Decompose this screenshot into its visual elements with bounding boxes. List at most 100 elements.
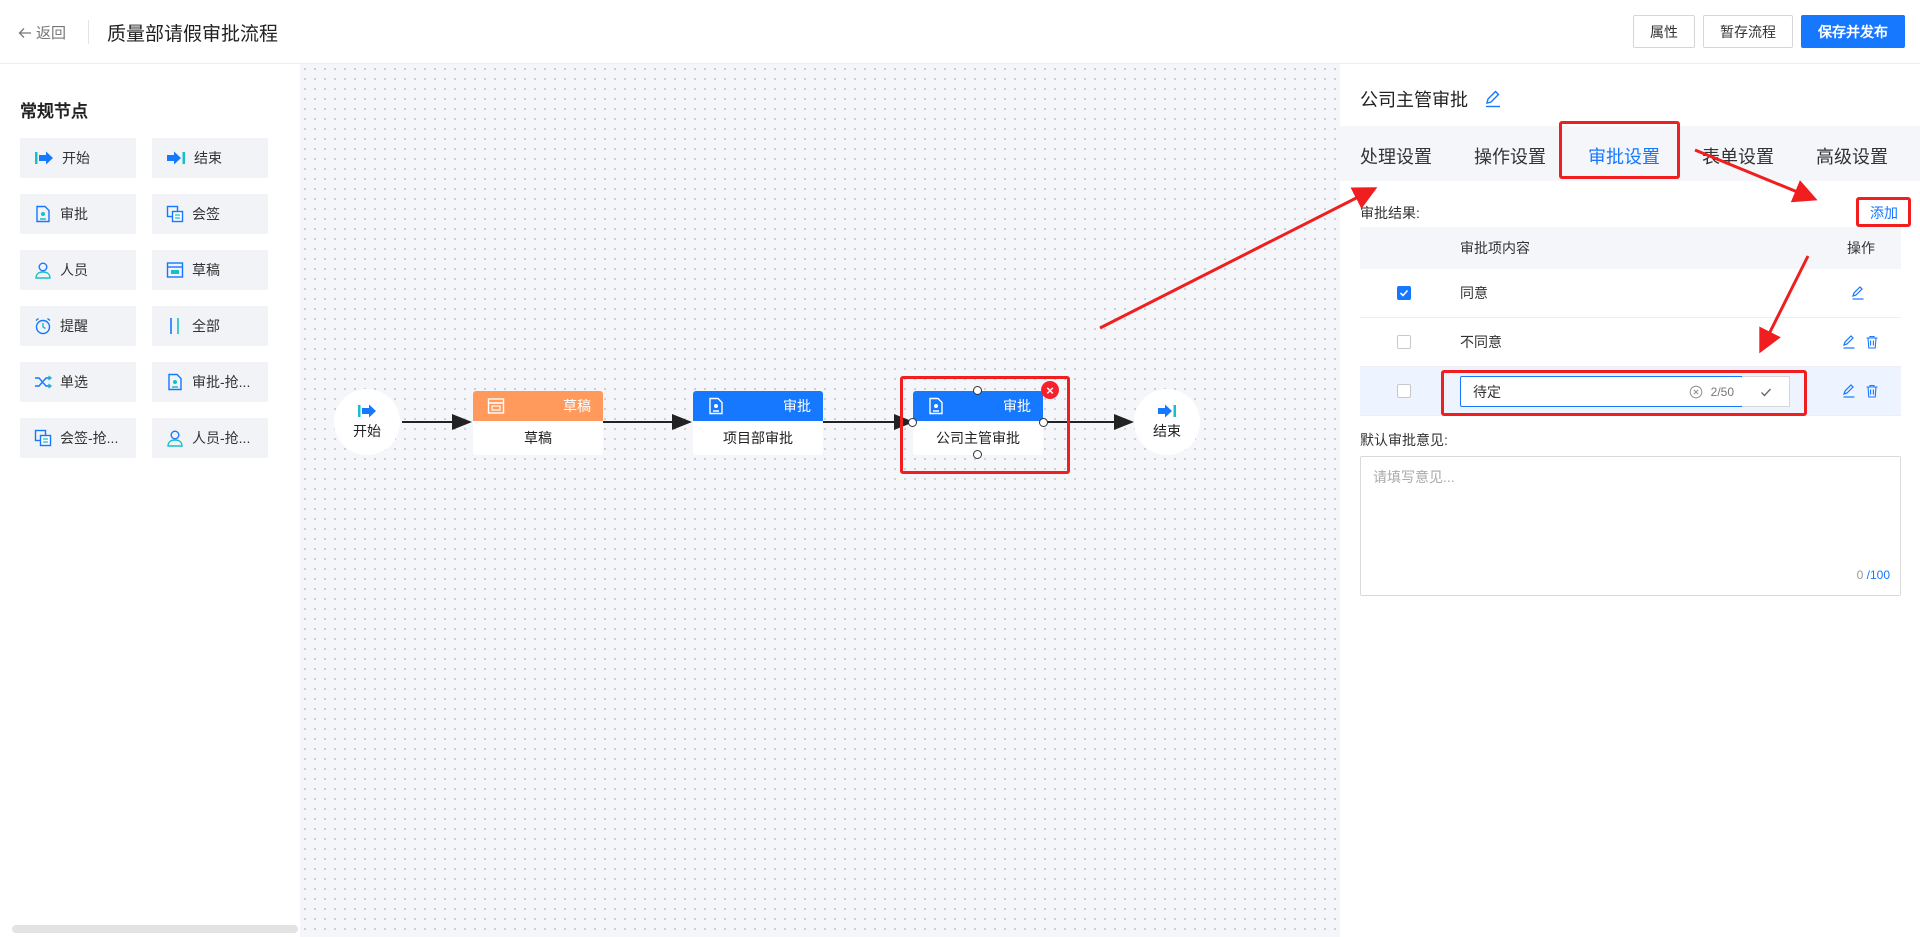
draft-icon [487,398,505,414]
palette-item-person[interactable]: 人员 [20,250,136,290]
opinion-counter: 0 /100 [1857,568,1890,582]
palette-item-approval-grab[interactable]: 审批-抢... [152,362,268,402]
save-draft-button[interactable]: 暂存流程 [1703,15,1793,48]
palette-item-person-grab[interactable]: 人员-抢... [152,418,268,458]
palette-item-end[interactable]: 结束 [152,138,268,178]
opinion-textarea-box: 0 /100 [1360,456,1901,596]
table-row-editing: 2/50 [1360,367,1901,416]
approval-doc-icon [709,397,723,415]
palette-item-approval[interactable]: 审批 [20,194,136,234]
alarm-clock-icon [35,317,51,335]
palette-item-label: 全部 [192,318,220,334]
palette-scrollbar[interactable] [12,925,298,933]
node-name: 草稿 [524,430,552,446]
row-checkbox[interactable] [1397,335,1411,349]
palette-item-draft[interactable]: 草稿 [152,250,268,290]
tab-process-settings[interactable]: 处理设置 [1360,147,1432,167]
approval-doc-icon [36,205,50,223]
tab-advanced-settings[interactable]: 高级设置 [1816,147,1888,167]
clear-circle-icon[interactable] [1689,385,1703,399]
settings-tabs: 处理设置 操作设置 审批设置 表单设置 高级设置 [1340,126,1920,181]
delete-row-icon[interactable] [1865,384,1879,398]
check-icon [1399,289,1409,297]
approval-doc-icon [929,397,943,415]
person-icon [167,430,183,447]
approval-result-table: 审批项内容 操作 同意 不同意 [1360,227,1901,416]
anchor-left[interactable] [908,418,917,427]
edit-row-input[interactable] [1473,383,1689,400]
tab-form-settings[interactable]: 表单设置 [1702,147,1774,167]
palette-item-label: 开始 [62,150,90,166]
palette-item-label: 结束 [194,150,222,166]
node-type-label: 草稿 [563,398,591,414]
end-node-label: 结束 [1153,423,1181,439]
tab-approval-settings[interactable]: 审批设置 [1588,147,1660,167]
opinion-textarea[interactable] [1361,457,1900,595]
palette-item-single-select[interactable]: 单选 [20,362,136,402]
palette-title: 常规节点 [20,102,88,121]
start-flag-icon [358,404,376,418]
confirm-edit-button[interactable] [1742,376,1790,407]
palette-item-label: 人员 [60,262,88,278]
palette-item-reminder[interactable]: 提醒 [20,306,136,346]
properties-button[interactable]: 属性 [1633,15,1695,48]
tab-operation-settings[interactable]: 操作设置 [1474,147,1546,167]
node-header: 审批 [693,391,823,421]
flow-edges [402,414,1134,430]
countersign-icon [166,205,184,223]
back-label: 返回 [36,25,67,42]
delete-node-icon[interactable]: × [1041,381,1059,399]
palette-item-countersign[interactable]: 会签 [152,194,268,234]
palette-item-start[interactable]: 开始 [20,138,136,178]
add-button[interactable]: 添加 [1870,205,1898,221]
palette-item-label: 人员-抢... [192,430,251,446]
edit-row-icon[interactable] [1851,286,1865,300]
node-header: 审批 [913,391,1043,421]
node-palette: 常规节点 开始 结束 审批 会签 人员 草稿 提醒 全部 单选 审批-抢... [0,64,300,937]
node-type-label: 审批 [1003,398,1031,414]
node-name: 项目部审批 [723,430,793,446]
col-content-header: 审批项内容 [1460,240,1530,256]
draft-node[interactable]: 草稿 草稿 [473,391,603,455]
person-icon [35,262,51,279]
opinion-count: 0 [1856,568,1864,582]
back-link[interactable]: 返回 [18,22,66,43]
edit-title-icon[interactable] [1484,90,1502,108]
start-node[interactable]: 开始 [334,389,400,455]
company-approval-node[interactable]: 审批 公司主管审批 [913,391,1043,455]
flow-canvas[interactable]: 开始 草稿 草稿 审批 项目部审批 审批 公司主管审批 × 结束 [300,64,1340,937]
palette-item-label: 提醒 [60,318,88,334]
row-checkbox[interactable] [1397,384,1411,398]
anchor-bottom[interactable] [973,450,982,459]
save-publish-button[interactable]: 保存并发布 [1801,15,1905,48]
default-opinion-label: 默认审批意见: [1360,432,1448,448]
palette-item-label: 草稿 [192,262,220,278]
palette-item-countersign-grab[interactable]: 会签-抢... [20,418,136,458]
end-flag-icon [167,151,185,165]
row-checkbox[interactable] [1397,286,1411,300]
node-type-label: 审批 [783,398,811,414]
table-row: 同意 [1360,269,1901,318]
countersign-icon [34,429,52,447]
end-flag-icon [1158,404,1176,418]
anchor-right[interactable] [1039,418,1048,427]
node-title: 公司主管审批 [1360,90,1468,110]
start-flag-icon [35,151,53,165]
delete-row-icon[interactable] [1865,335,1879,349]
table-row: 不同意 [1360,318,1901,367]
project-approval-node[interactable]: 审批 项目部审批 [693,391,823,455]
opinion-max: /100 [1866,568,1890,582]
palette-item-label: 会签 [192,206,220,222]
anchor-top[interactable] [973,386,982,395]
end-node[interactable]: 结束 [1134,389,1200,455]
approval-doc-icon [168,373,182,391]
edit-row-icon[interactable] [1842,335,1856,349]
all-bars-icon [170,318,179,334]
start-node-label: 开始 [353,423,381,439]
palette-item-label: 会签-抢... [60,430,119,446]
edit-row-icon[interactable] [1842,384,1856,398]
palette-item-all[interactable]: 全部 [152,306,268,346]
checkmark-icon [1760,388,1771,396]
char-counter: 2/50 [1710,384,1734,399]
panel-title-row: 公司主管审批 [1360,86,1502,112]
